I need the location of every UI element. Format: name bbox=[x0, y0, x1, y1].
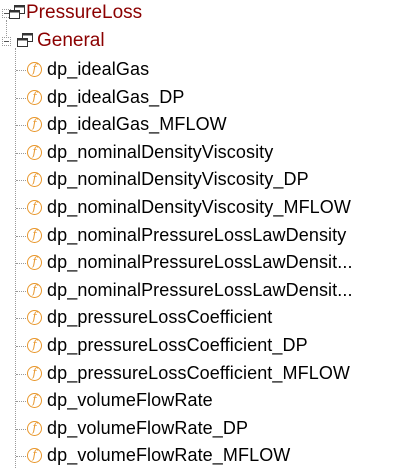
function-item[interactable]: f dp_nominalPressureLossLawDensity bbox=[27, 222, 346, 249]
function-icon: f bbox=[27, 448, 42, 463]
function-icon: f bbox=[27, 228, 42, 243]
function-item-label: dp_nominalDensityViscosity_DP bbox=[47, 169, 309, 189]
function-icon: f bbox=[27, 366, 42, 381]
function-item-label: dp_nominalPressureLossLawDensit... bbox=[47, 252, 353, 272]
function-item-label: dp_nominalPressureLossLawDensit... bbox=[47, 280, 353, 300]
function-item-label: dp_idealGas_DP bbox=[47, 87, 185, 107]
function-item[interactable]: f dp_pressureLossCoefficient bbox=[27, 304, 272, 331]
function-icon: f bbox=[27, 145, 42, 160]
tree-connector bbox=[16, 401, 26, 402]
function-icon: f bbox=[27, 421, 42, 436]
function-item[interactable]: f dp_volumeFlowRate_DP bbox=[27, 415, 248, 442]
function-icon: f bbox=[27, 62, 42, 77]
tree-connector bbox=[15, 48, 16, 468]
function-icon: f bbox=[27, 172, 42, 187]
function-item[interactable]: f dp_nominalDensityViscosity bbox=[27, 139, 273, 166]
function-item[interactable]: f dp_idealGas_MFLOW bbox=[27, 111, 227, 138]
tree-connector bbox=[16, 346, 26, 347]
tree-connector bbox=[16, 153, 26, 154]
function-item-label: dp_pressureLossCoefficient bbox=[47, 307, 273, 327]
tree-connector bbox=[16, 236, 26, 237]
tree-connector bbox=[16, 318, 26, 319]
function-icon: f bbox=[27, 255, 42, 270]
function-icon: f bbox=[27, 90, 42, 105]
function-icon: f bbox=[27, 200, 42, 215]
root-package-label[interactable]: PressureLoss bbox=[26, 2, 143, 23]
tree-connector bbox=[16, 98, 26, 99]
function-icon: f bbox=[27, 393, 42, 408]
tree-connector bbox=[16, 70, 26, 71]
function-item[interactable]: f dp_pressureLossCoefficient_DP bbox=[27, 332, 308, 359]
function-icon: f bbox=[27, 338, 42, 353]
tree-connector bbox=[16, 180, 26, 181]
tree-connector bbox=[16, 429, 26, 430]
function-icon: f bbox=[27, 117, 42, 132]
tree-connector bbox=[16, 208, 26, 209]
tree-connector bbox=[16, 374, 26, 375]
tree-connector bbox=[6, 20, 7, 42]
function-item[interactable]: f dp_idealGas_DP bbox=[27, 84, 185, 111]
function-item[interactable]: f dp_pressureLossCoefficient_MFLOW bbox=[27, 360, 350, 387]
function-item-label: dp_pressureLossCoefficient_DP bbox=[47, 335, 308, 355]
function-item-label: dp_nominalDensityViscosity_MFLOW bbox=[47, 197, 351, 217]
function-item[interactable]: f dp_volumeFlowRate_MFLOW bbox=[27, 442, 290, 469]
function-item-label: dp_volumeFlowRate_MFLOW bbox=[47, 445, 291, 465]
package-icon bbox=[9, 5, 25, 19]
general-collapse-toggle[interactable] bbox=[2, 37, 11, 46]
function-icon: f bbox=[27, 283, 42, 298]
function-item[interactable]: f dp_idealGas bbox=[27, 56, 149, 83]
function-item-label: dp_volumeFlowRate bbox=[47, 390, 213, 410]
tree-connector bbox=[16, 456, 26, 457]
function-item[interactable]: f dp_nominalDensityViscosity_DP bbox=[27, 166, 309, 193]
tree-connector bbox=[16, 263, 26, 264]
function-item[interactable]: f dp_volumeFlowRate bbox=[27, 387, 213, 414]
function-item-label: dp_idealGas_MFLOW bbox=[47, 114, 227, 134]
function-item[interactable]: f dp_nominalPressureLossLawDensit... bbox=[27, 277, 353, 304]
tree-connector bbox=[16, 291, 26, 292]
tree-connector bbox=[16, 125, 26, 126]
general-package-label[interactable]: General bbox=[37, 30, 105, 51]
function-item[interactable]: f dp_nominalPressureLossLawDensit... bbox=[27, 249, 353, 276]
function-item-label: dp_nominalDensityViscosity bbox=[47, 142, 274, 162]
function-item-label: dp_pressureLossCoefficient_MFLOW bbox=[47, 363, 351, 383]
function-item-label: dp_volumeFlowRate_DP bbox=[47, 418, 249, 438]
package-icon bbox=[17, 33, 33, 47]
function-item[interactable]: f dp_nominalDensityViscosity_MFLOW bbox=[27, 194, 351, 221]
function-item-label: dp_idealGas bbox=[47, 59, 150, 79]
function-icon: f bbox=[27, 310, 42, 325]
function-item-label: dp_nominalPressureLossLawDensity bbox=[47, 225, 347, 245]
